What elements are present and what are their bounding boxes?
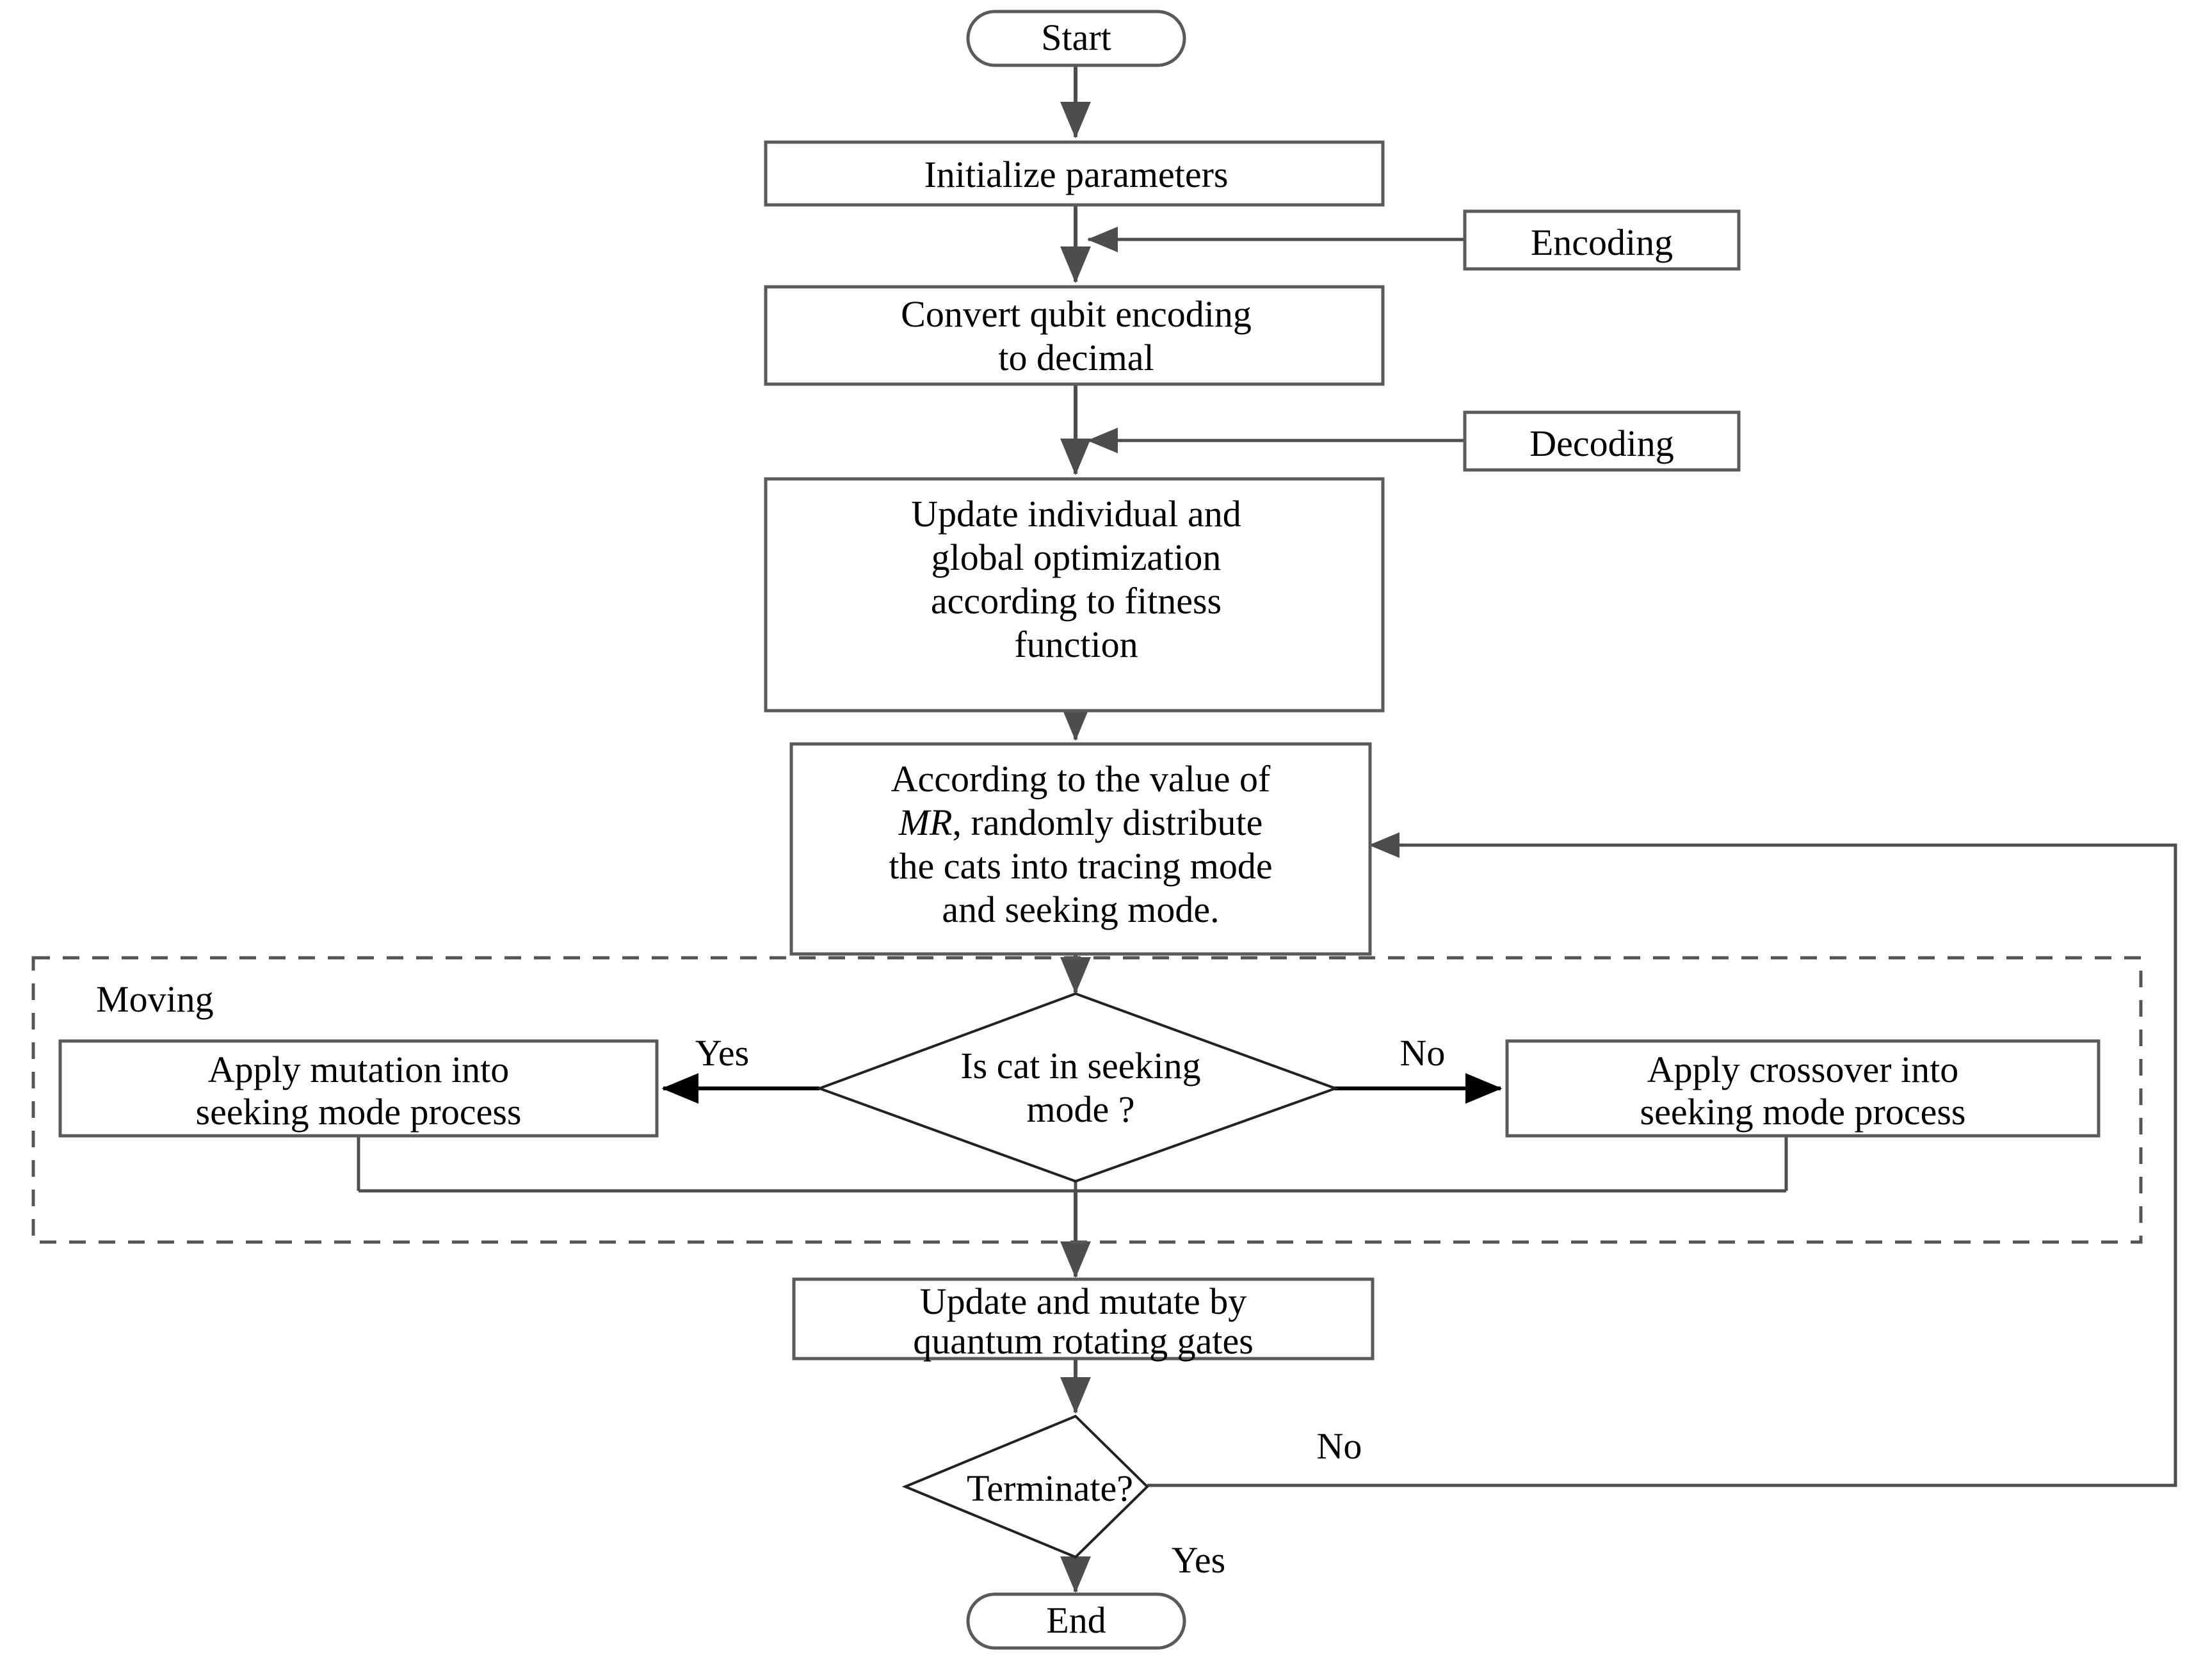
node-quantum-rotating-gates[interactable]: Update and mutate by quantum rotating ga… — [792, 1277, 1375, 1362]
node-decoding-annotation[interactable]: Decoding — [1463, 410, 1741, 472]
node-decision-seeking-line1: Is cat in seeking — [960, 1045, 1200, 1086]
node-distribute-line4: and seeking mode. — [942, 889, 1219, 930]
node-decision-seeking-line2: mode ? — [1026, 1088, 1134, 1130]
edge-label-seeking-yes: Yes — [695, 1032, 749, 1074]
node-distribute-line2: MR, randomly distribute — [898, 802, 1263, 843]
node-quantum-line2: quantum rotating gates — [913, 1320, 1254, 1362]
node-start-label: Start — [1041, 17, 1111, 58]
node-update-fitness-line4: function — [1014, 624, 1138, 665]
node-end[interactable]: End — [966, 1592, 1186, 1650]
node-distribute-line2-rest: , randomly distribute — [952, 802, 1262, 843]
node-decision-seeking-mode[interactable]: Is cat in seeking mode ? — [816, 992, 1339, 1183]
node-update-fitness-line1: Update individual and — [911, 493, 1241, 535]
edge-label-terminate-no: No — [1317, 1425, 1362, 1467]
node-quantum-line1: Update and mutate by — [920, 1280, 1247, 1322]
node-terminate-label: Terminate? — [967, 1467, 1133, 1509]
node-start[interactable]: Start — [966, 10, 1186, 67]
node-mutation-line1: Apply mutation into — [208, 1049, 509, 1090]
node-convert-line1: Convert qubit encoding — [901, 293, 1252, 335]
node-update-fitness-line3: according to fitness — [931, 580, 1222, 622]
node-decision-terminate[interactable]: Terminate? — [901, 1414, 1149, 1559]
edge-label-seeking-no: No — [1400, 1032, 1446, 1074]
node-decoding-label: Decoding — [1529, 423, 1674, 464]
group-moving: Moving — [31, 956, 2143, 1244]
node-update-fitness[interactable]: Update individual and global optimizatio… — [764, 477, 1385, 713]
node-end-label: End — [1046, 1599, 1106, 1641]
node-distribute-line3: the cats into tracing mode — [889, 845, 1272, 887]
edge-labels: Yes No No Yes — [695, 1032, 1446, 1581]
node-crossover-line1: Apply crossover into — [1647, 1049, 1959, 1090]
node-distribute-line1: According to the value of — [891, 758, 1271, 800]
node-apply-crossover[interactable]: Apply crossover into seeking mode proces… — [1505, 1039, 2101, 1138]
node-update-fitness-line2: global optimization — [932, 537, 1222, 578]
node-apply-mutation[interactable]: Apply mutation into seeking mode process — [58, 1039, 659, 1138]
node-encoding-annotation[interactable]: Encoding — [1463, 209, 1741, 271]
node-initialize-label: Initialize parameters — [924, 154, 1228, 195]
node-mutation-line2: seeking mode process — [196, 1091, 522, 1133]
node-distribute-mr-italic: MR — [898, 802, 953, 843]
node-distribute-cats[interactable]: According to the value of MR, randomly d… — [789, 742, 1372, 956]
node-convert-line2: to decimal — [998, 337, 1154, 378]
edge-terminate-no-feedback — [1147, 832, 2177, 1487]
edge-label-terminate-yes: Yes — [1172, 1539, 1225, 1581]
connectors — [357, 50, 2177, 1594]
node-convert-qubit[interactable]: Convert qubit encoding to decimal — [764, 285, 1385, 386]
node-initialize-parameters[interactable]: Initialize parameters — [764, 140, 1385, 207]
node-encoding-label: Encoding — [1531, 222, 1673, 263]
group-moving-label: Moving — [96, 978, 214, 1020]
node-crossover-line2: seeking mode process — [1640, 1091, 1966, 1133]
